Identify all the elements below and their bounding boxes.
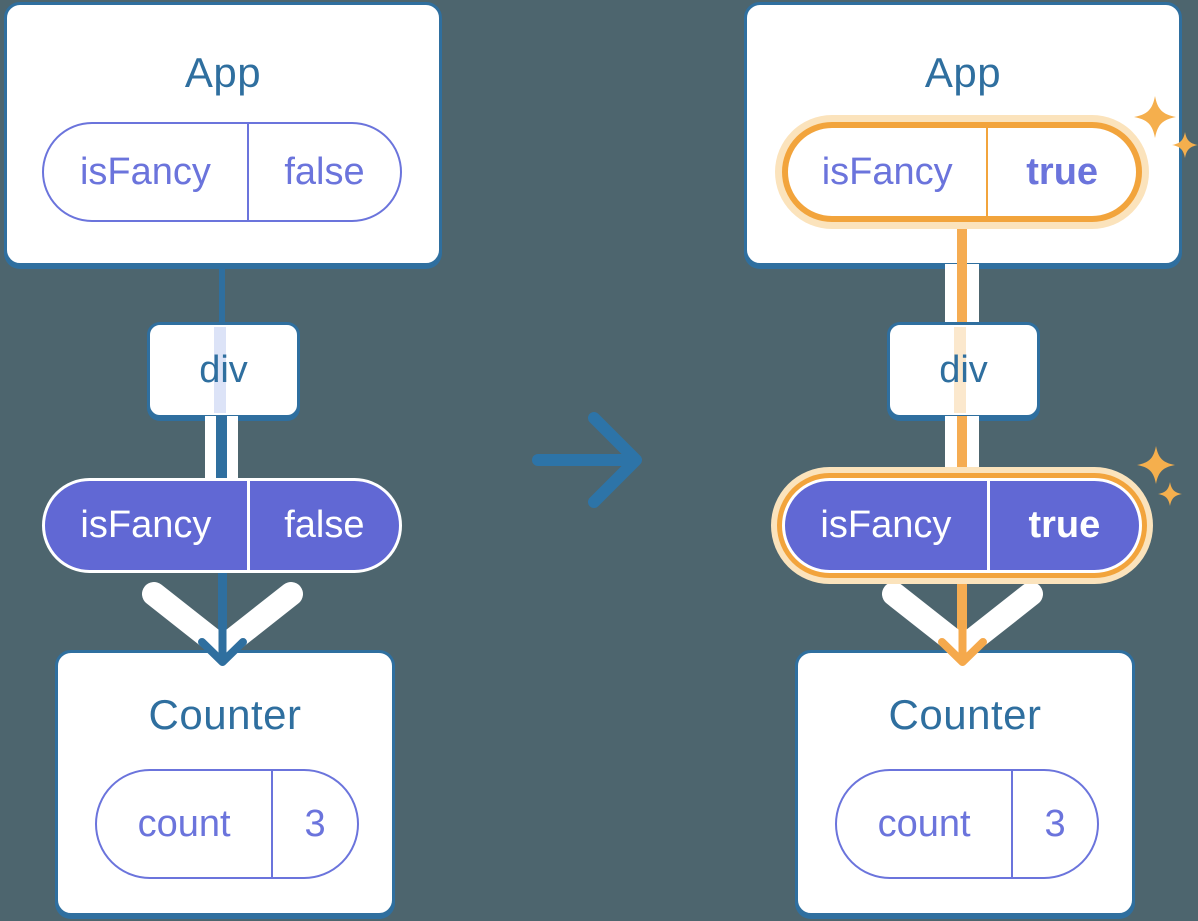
state-key: isFancy xyxy=(788,128,989,216)
counter-component-box: Counter count 3 xyxy=(795,650,1135,916)
state-value: false xyxy=(284,150,365,193)
app-component-title: App xyxy=(924,49,1002,96)
div-element-box: div xyxy=(887,322,1040,418)
div-to-prop-connector xyxy=(945,416,979,482)
state-to-div-line xyxy=(957,200,967,266)
passed-prop-pill-updated: isFancy true xyxy=(782,478,1142,573)
counter-state-pill: count 3 xyxy=(95,769,359,879)
counter-component-box: Counter count 3 xyxy=(55,650,395,916)
sparkle-icon xyxy=(1158,482,1182,506)
prop-through-line xyxy=(954,327,966,413)
down-arrow-icon xyxy=(198,620,247,666)
prop-value: true xyxy=(1028,504,1101,546)
sparkle-icon xyxy=(1134,96,1176,138)
state-key: isFancy xyxy=(44,124,249,220)
div-label: div xyxy=(939,348,988,391)
counter-component-title: Counter xyxy=(148,691,302,738)
sparkle-icon xyxy=(1137,446,1175,484)
state-value: 3 xyxy=(304,802,326,845)
prop-to-counter-connector xyxy=(218,570,227,650)
counter-state-pill: count 3 xyxy=(835,769,1099,879)
sparkle-icon xyxy=(1172,132,1198,158)
down-arrow-icon xyxy=(938,620,987,666)
div-element-box: div xyxy=(147,322,300,418)
state-key: count xyxy=(837,771,1014,877)
prop-key: isFancy xyxy=(45,481,250,570)
prop-key: isFancy xyxy=(785,481,990,570)
state-value: true xyxy=(1026,150,1099,193)
div-label: div xyxy=(199,348,248,391)
tree-after: App isFancy true div Counter count 3 isF… xyxy=(740,0,1198,921)
counter-component-title: Counter xyxy=(888,691,1042,738)
app-state-pill: isFancy false xyxy=(42,122,402,222)
prop-through-line xyxy=(214,327,226,413)
passed-prop-pill: isFancy false xyxy=(42,478,402,573)
div-to-prop-connector xyxy=(205,416,238,482)
app-to-div-connector xyxy=(945,264,979,324)
app-component-title: App xyxy=(184,49,262,96)
prop-value: false xyxy=(284,504,365,546)
transition-arrow-icon xyxy=(532,412,642,508)
app-state-pill-updated: isFancy true xyxy=(782,122,1142,222)
state-value: 3 xyxy=(1044,802,1066,845)
tree-before: App isFancy false div Counter count 3 is… xyxy=(0,0,458,921)
prop-to-counter-connector xyxy=(957,570,967,650)
state-key: count xyxy=(97,771,274,877)
app-to-div-connector xyxy=(219,264,225,324)
